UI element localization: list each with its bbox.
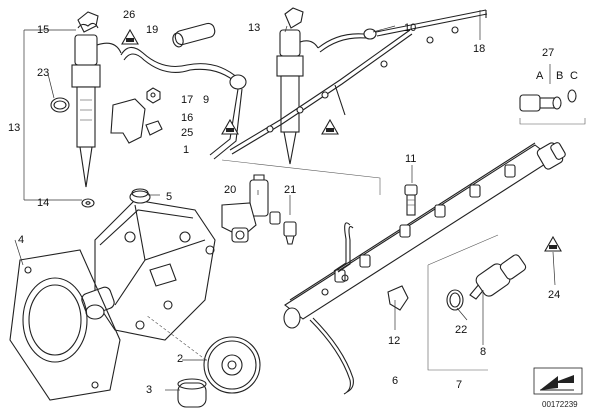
fuel-rail [283,142,566,329]
callout-2: 2 [177,353,183,365]
leader-lines [14,10,556,391]
callout-26: 26 [123,9,135,21]
callout-B: B [556,70,563,82]
bracket-part [110,98,163,144]
callout-17: 17 [181,94,193,106]
callout-19: 19 [146,24,158,36]
seal-ring-23 [50,97,70,113]
callout-27: 27 [542,47,554,59]
callout-10: 10 [404,22,416,34]
callout-12: 12 [388,335,400,347]
callout-16: 16 [181,112,193,124]
nut-part [146,87,161,104]
callout-20: 20 [224,184,236,196]
callout-4: 4 [18,234,24,246]
callout-13-top: 13 [248,22,260,34]
pressure-sensor-8 [469,254,527,300]
warning-triangle-icon [544,235,562,252]
bolt-11 [404,184,418,216]
callout-14: 14 [37,197,49,209]
drawing-code-box [533,367,583,395]
callout-22: 22 [455,324,467,336]
callout-13-left: 13 [8,122,20,134]
warning-triangle-icon [221,118,239,135]
callout-25: 25 [181,127,193,139]
callout-24: 24 [548,289,560,301]
callout-23: 23 [37,67,49,79]
high-pressure-pump [81,199,216,341]
bolt-21 [269,211,297,245]
fuel-line-6 [309,222,354,395]
callout-8: 8 [480,346,486,358]
washer-14 [81,198,95,208]
callout-3: 3 [146,384,152,396]
injector-left [71,11,122,188]
warning-triangle-icon [121,28,139,45]
callout-21: 21 [284,184,296,196]
callout-11: 11 [405,153,416,165]
warning-triangle-icon [321,118,339,135]
callout-labels: 1 2 3 4 5 6 7 8 9 10 11 12 13 13 14 15 1… [8,9,578,396]
leak-line-9 [120,46,247,160]
callout-A: A [536,70,544,82]
callout-6: 6 [392,375,398,387]
callout-C: C [570,70,578,82]
callout-9: 9 [203,94,209,106]
injector-right [276,7,319,165]
callout-7: 7 [456,379,462,391]
callout-1: 1 [183,144,189,156]
sprocket-2 [145,314,261,394]
clip-part-15 [77,22,99,29]
gasket-4 [9,249,121,401]
hub-3 [177,378,207,408]
connector-27 [519,89,586,125]
callout-18: 18 [473,43,485,55]
pressure-regulator-20 [221,174,269,243]
leak-hose-19 [172,22,216,48]
cap-part-5 [129,188,151,204]
drawing-code: 00172239 [542,400,578,409]
leak-line-18 [229,9,488,155]
callout-15: 15 [37,24,49,36]
clip-12 [387,285,409,311]
callout-5: 5 [166,191,172,203]
seal-22 [446,289,464,311]
